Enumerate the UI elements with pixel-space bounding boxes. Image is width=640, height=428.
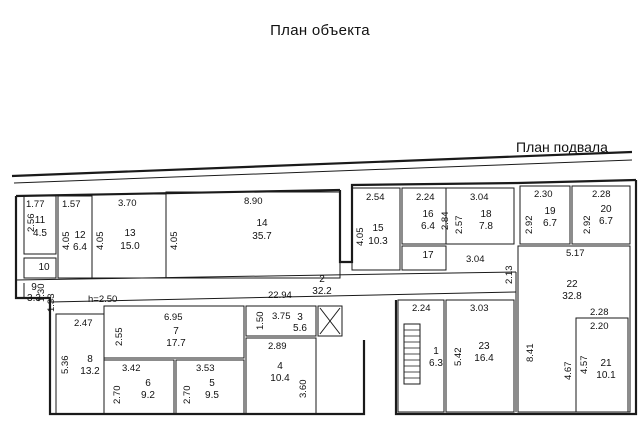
dimension-label: 2.55 — [114, 328, 125, 347]
dimension-label: 3.53 — [196, 363, 215, 374]
room-number: 21 — [600, 358, 612, 369]
dimension-label: 3.04 — [470, 192, 489, 203]
room-area: 6.4 — [421, 221, 435, 232]
room-area: 10.3 — [368, 236, 388, 247]
room-area: 6.3 — [429, 358, 443, 369]
dimension-label: 1.33 — [46, 294, 57, 313]
room-number: 15 — [372, 223, 384, 234]
dimension-label: 5.17 — [566, 248, 585, 259]
room-number: 14 — [256, 218, 268, 229]
room-number: 5 — [209, 378, 215, 389]
dimension-label: 2.70 — [182, 386, 193, 405]
dimension-label: 4.05 — [169, 232, 180, 251]
dimension-label: 3.03 — [470, 303, 489, 314]
dimension-label: 2.24 — [416, 192, 435, 203]
room-area: 13.2 — [80, 366, 100, 377]
room-area: 9.5 — [205, 390, 219, 401]
dimension-labels: 1.77 2.56 1.57 4.05 3.70 4.05 8.90 4.05 … — [26, 189, 611, 404]
room-area: 6.7 — [599, 216, 613, 227]
dimension-label: 6.95 — [164, 312, 183, 323]
room-area: 3.3 — [27, 293, 41, 304]
stairs — [403, 323, 421, 385]
dimension-label: 4.67 — [563, 362, 574, 381]
corridor — [15, 245, 631, 413]
dimension-label: 2.30 — [534, 189, 553, 200]
room-number: 22 — [566, 279, 578, 290]
room-number: 1 — [433, 346, 439, 357]
dimension-label: 4.05 — [95, 232, 106, 251]
dimension-label: 5.42 — [453, 348, 464, 367]
dimension-label: 2.54 — [366, 192, 385, 203]
room-area: 6.7 — [543, 218, 557, 229]
room-number: 6 — [145, 378, 151, 389]
dimension-label: 8.41 — [525, 344, 536, 363]
dimension-label: 1.30 — [36, 284, 47, 303]
room-number: 10 — [38, 262, 50, 273]
dimension-label: 4.57 — [579, 356, 590, 375]
south-rooms — [55, 299, 629, 415]
dimension-label: 2.28 — [590, 307, 609, 318]
plan-subtitle: План подвала — [516, 139, 608, 155]
dimension-label: 1.57 — [62, 199, 81, 210]
room-number: 13 — [124, 228, 136, 239]
dimension-label: h=2.50 — [88, 294, 117, 305]
dimension-label: 2.57 — [454, 216, 465, 235]
room-area: 6.4 — [73, 242, 87, 253]
room-number: 11 — [35, 215, 46, 226]
dimension-label: 2.92 — [524, 216, 535, 235]
dimension-label: 2.13 — [504, 266, 515, 285]
dimension-label: 2.47 — [74, 318, 93, 329]
dimension-label: 3.75 — [272, 311, 291, 322]
room-number: 2 — [319, 274, 325, 285]
dimension-label: 3.60 — [298, 380, 309, 399]
dimension-label: 2.89 — [268, 341, 287, 352]
room-area: 10.4 — [270, 373, 290, 384]
dimension-label: 22.94 — [268, 290, 292, 301]
dimension-label: 2.84 — [440, 212, 451, 231]
room-area: 10.1 — [596, 370, 616, 381]
room-number: 8 — [87, 354, 93, 365]
room-area: 9.2 — [141, 390, 155, 401]
dimension-label: 3.04 — [466, 254, 485, 265]
dimension-label: 2.28 — [592, 189, 611, 200]
room-number: 20 — [600, 204, 612, 215]
room-number: 19 — [544, 206, 556, 217]
room-area: 32.2 — [312, 286, 332, 297]
north-rooms — [23, 185, 631, 279]
room-area: 16.4 — [474, 353, 494, 364]
plan-title: План объекта — [270, 22, 370, 39]
dimension-label: 8.90 — [244, 196, 263, 207]
room-area: 5.6 — [293, 323, 307, 334]
dimension-label: 4.05 — [355, 228, 366, 247]
room-number: 23 — [478, 341, 490, 352]
room-number: 17 — [422, 250, 434, 261]
dimension-label: 2.20 — [590, 321, 609, 332]
room-area: 7.8 — [479, 221, 493, 232]
room-area: 15.0 — [120, 241, 140, 252]
room-number: 12 — [74, 230, 86, 241]
dimension-label: 2.92 — [582, 216, 593, 235]
room-number: 7 — [173, 326, 179, 337]
room-labels: 11 4.5 12 6.4 13 15.0 14 35.7 15 10.3 16… — [27, 204, 616, 401]
room-number: 3 — [297, 312, 303, 323]
room-number: 18 — [480, 209, 492, 220]
dimension-label: 4.05 — [61, 232, 72, 251]
room-number: 16 — [422, 209, 434, 220]
room-number: 9 — [31, 282, 37, 293]
room-area: 17.7 — [166, 338, 186, 349]
dimension-label: 3.70 — [118, 198, 137, 209]
dimension-label: 2.70 — [112, 386, 123, 405]
room-number: 4 — [277, 361, 283, 372]
dimension-label: 1.77 — [26, 199, 45, 210]
dimension-label: 1.50 — [255, 312, 266, 331]
dimension-label: 5.36 — [60, 356, 71, 375]
room-area: 32.8 — [562, 291, 582, 302]
dimension-label: 2.56 — [26, 214, 37, 233]
room-area: 35.7 — [252, 231, 272, 242]
dimension-label: 2.24 — [412, 303, 431, 314]
dimension-label: 3.42 — [122, 363, 141, 374]
room-area: 4.5 — [33, 228, 47, 239]
